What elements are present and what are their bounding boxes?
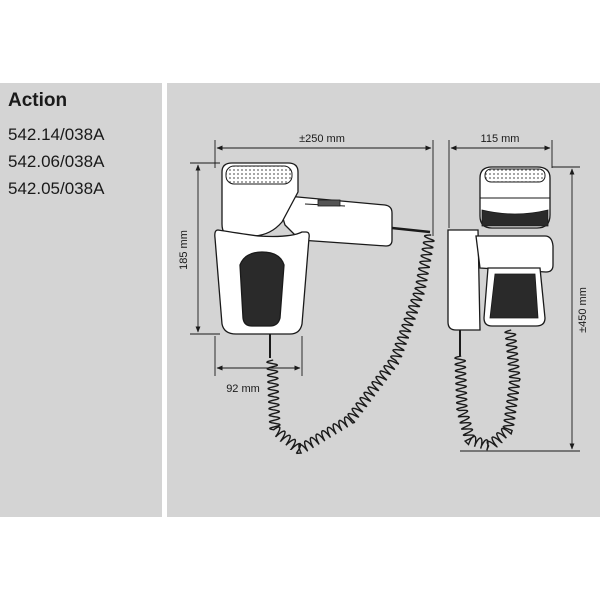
technical-drawing: ±250 mm 185 mm 92 mm 115 mm ±450 mm xyxy=(178,133,589,455)
side-view-dryer xyxy=(447,166,554,356)
product-info-panel: Action 542.14/038A 542.06/038A 542.05/03… xyxy=(0,83,162,517)
product-code: 542.05/038A xyxy=(8,179,105,198)
product-code-list: 542.14/038A 542.06/038A 542.05/038A xyxy=(8,121,104,202)
label-front-width: ±250 mm xyxy=(299,133,345,145)
coiled-cable-path xyxy=(266,234,435,455)
panel-divider xyxy=(162,83,167,517)
front-coiled-cable xyxy=(266,234,435,455)
label-side-depth: 115 mm xyxy=(481,133,520,145)
label-front-height: 185 mm xyxy=(178,230,190,270)
product-title: Action xyxy=(8,90,68,111)
coiled-cable-path xyxy=(454,329,521,451)
product-code: 542.14/038A xyxy=(8,125,105,144)
wall-plate xyxy=(447,229,481,331)
front-view-dryer xyxy=(214,162,431,358)
label-holder-width: 92 mm xyxy=(226,383,260,395)
label-side-height: ±450 mm xyxy=(577,287,589,333)
side-coiled-cable xyxy=(454,329,521,451)
product-code: 542.06/038A xyxy=(8,152,105,171)
